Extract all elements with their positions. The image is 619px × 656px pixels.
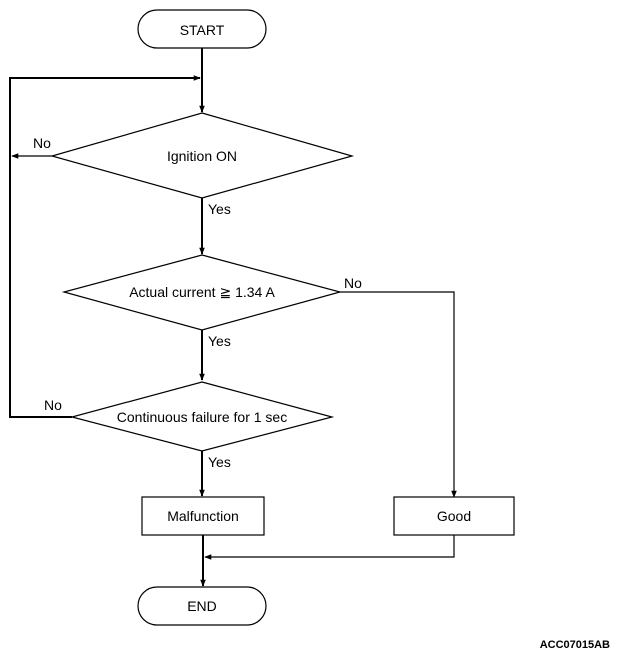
ignition-no-label: No — [33, 135, 51, 151]
current-no-label: No — [344, 275, 362, 291]
connector-current-no — [340, 291, 457, 498]
start-label: START — [180, 22, 225, 38]
failure-no-label: No — [44, 397, 62, 413]
good-box — [393, 496, 515, 536]
good-label: Good — [437, 508, 471, 524]
connector-good-to-end — [204, 535, 455, 560]
loop-back-line — [9, 75, 201, 418]
figure-code: ACC07015AB — [540, 639, 610, 651]
decision-current-text: Actual current ≧ 1.34 A — [129, 284, 275, 300]
ignition-yes-label: Yes — [208, 201, 231, 217]
decision-ignition-text: Ignition ON — [167, 148, 237, 164]
malfunction-box — [141, 496, 265, 536]
failure-yes-label: Yes — [208, 454, 231, 470]
malfunction-label: Malfunction — [167, 508, 239, 524]
current-yes-label: Yes — [208, 333, 231, 349]
end-terminal — [137, 586, 267, 626]
end-label: END — [187, 598, 217, 614]
decision-failure-text: Continuous failure for 1 sec — [117, 409, 287, 425]
